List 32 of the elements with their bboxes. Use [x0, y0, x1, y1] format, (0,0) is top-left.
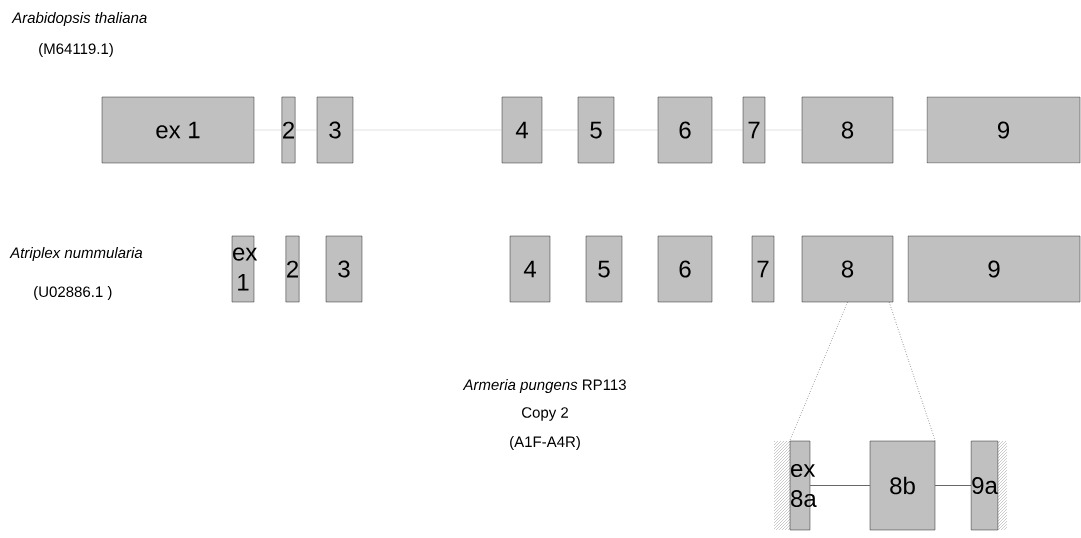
label-text: (M64119.1)	[39, 43, 113, 57]
exon-box: ex 1	[101, 96, 255, 164]
exon-box: 7	[742, 96, 766, 164]
exon-box: ex 8a	[789, 440, 817, 531]
exon-box: 9	[926, 96, 1081, 164]
exon-box: 4	[509, 235, 551, 303]
exon-box: 8	[801, 96, 894, 164]
exon-box: 7	[751, 235, 775, 303]
exon-box: 2	[285, 235, 300, 303]
label-text: Arabidopsis thaliana	[11, 12, 147, 26]
exon-box: 5	[577, 96, 615, 164]
exon-box: 5	[585, 235, 623, 303]
exon-box: 6	[657, 96, 713, 164]
zoom-line	[789, 301, 848, 442]
intron-line	[934, 485, 972, 486]
exon-box: 9a	[970, 440, 999, 531]
zoom-line	[888, 301, 936, 442]
exon-box: 9	[907, 235, 1081, 303]
exon-box: 3	[316, 96, 354, 164]
exon-box: 3	[325, 235, 363, 303]
label-text: Copy 2	[522, 407, 568, 421]
label-text: Armeria pungens RP113	[462, 379, 626, 393]
label-text: Atriplex nummularia	[9, 247, 143, 261]
label-text: (U02886.1 )	[34, 286, 112, 300]
exon-box: 2	[281, 96, 296, 164]
intron-line	[809, 485, 871, 486]
exon-box: 8	[801, 235, 894, 303]
exon-box: 6	[657, 235, 713, 303]
exon-box: 4	[501, 96, 543, 164]
exon-box: ex 1	[231, 235, 258, 303]
label-text: (A1F-A4R)	[510, 436, 580, 450]
exon-box: 8b	[869, 440, 936, 531]
